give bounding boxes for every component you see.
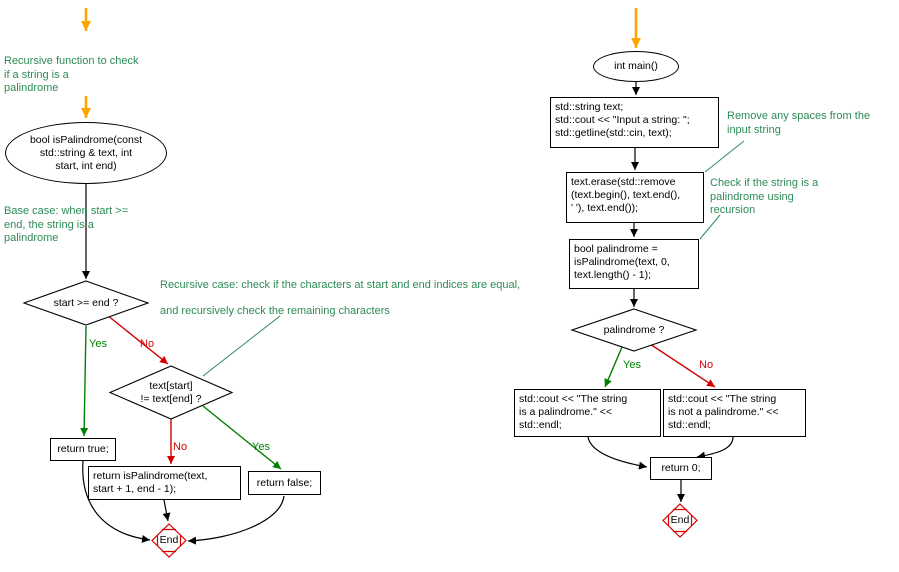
end-label-right: End xyxy=(670,514,690,526)
comment-connector-remove-spaces xyxy=(704,140,745,173)
comment-remove-spaces: Remove any spaces from the input string xyxy=(727,110,871,136)
comment-connector-check-recursion xyxy=(699,214,721,240)
comment-connector-recursive-case xyxy=(202,315,281,377)
decision1-diamond-shape xyxy=(22,280,150,326)
recursive-call-box: return isPalindrome(text, start + 1, end… xyxy=(88,466,241,500)
return-false-box: return false; xyxy=(248,471,321,495)
comment-recursive-function: Recursive function to check if a string … xyxy=(4,55,139,94)
edge-label-no-1: No xyxy=(140,338,155,350)
end-node-right-shape xyxy=(662,503,698,538)
output-not-palindrome-box: std::cout << "The string is not a palind… xyxy=(663,389,806,437)
comment-recursive-case-line2: and recursively check the remaining char… xyxy=(160,305,390,317)
input-box: std::string text; std::cout << "Input a … xyxy=(550,97,719,148)
arrow-recursive-call-to-end xyxy=(162,499,171,522)
output-palindrome-box: std::cout << "The string is a palindrome… xyxy=(514,389,661,437)
comment-check-recursion: Check if the string is a palindrome usin… xyxy=(710,177,819,216)
comment-base-case: Base case: when start >= end, the string… xyxy=(4,205,129,244)
arrow-yes-to-return-true xyxy=(80,325,89,437)
arrow-no-to-output-not-palindrome xyxy=(649,343,716,388)
arrow-return-false-to-end xyxy=(187,495,285,545)
comment-recursive-case-line1: Recursive case: check if the characters … xyxy=(160,279,521,291)
bool-palindrome-box: bool palindrome = isPalindrome(text, 0, … xyxy=(569,239,699,289)
arrow-output-no-to-return0 xyxy=(696,436,734,460)
decision2-label: text[start] != text[end] ? xyxy=(140,379,202,405)
main-start-ellipse: int main() xyxy=(593,51,679,82)
decision-palindrome-label: palindrome ? xyxy=(603,323,665,336)
edge-label-no-right: No xyxy=(699,359,714,371)
erase-box: text.erase(std::remove (text.begin(), te… xyxy=(566,172,704,223)
edge-label-yes-2: Yes xyxy=(252,441,270,453)
end-label-left: End xyxy=(159,534,179,546)
arrow-no-to-decision2 xyxy=(106,314,169,365)
edge-label-yes-right: Yes xyxy=(623,359,641,371)
return-zero-box: return 0; xyxy=(650,457,712,480)
arrow-yes-to-return-false xyxy=(202,405,282,470)
decision2-diamond-shape xyxy=(108,365,234,420)
arrow-yes-to-output-palindrome xyxy=(604,346,623,388)
edge-label-no-2: No xyxy=(173,441,188,453)
arrow-return-true-to-end xyxy=(82,460,151,543)
decision-palindrome-diamond-shape xyxy=(570,308,698,352)
arrow-output-yes-to-return0 xyxy=(587,436,648,470)
decision1-label: start >= end ? xyxy=(53,296,119,309)
edge-label-yes-1: Yes xyxy=(89,338,107,350)
return-true-box: return true; xyxy=(50,438,116,461)
end-node-left-shape xyxy=(151,523,187,558)
function-start-ellipse: bool isPalindrome(const std::string & te… xyxy=(5,122,167,184)
